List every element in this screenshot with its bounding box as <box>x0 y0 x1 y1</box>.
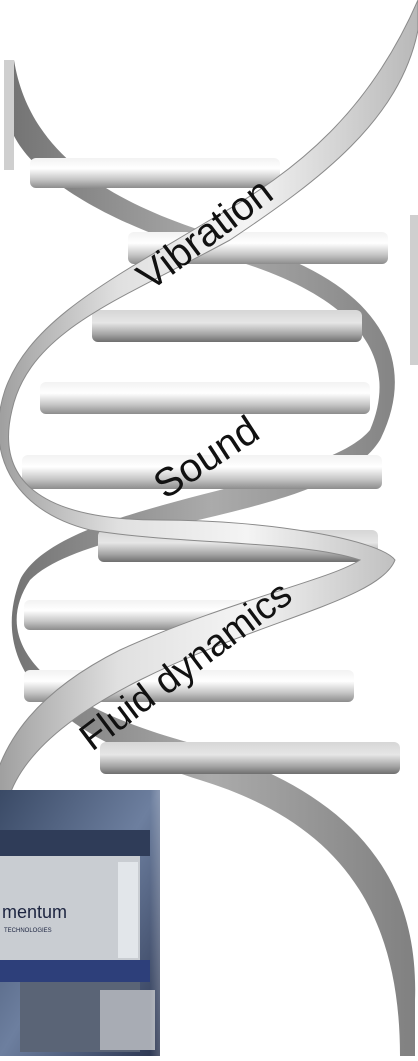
helix-rung <box>92 310 362 342</box>
helix-side-bar <box>4 60 14 170</box>
photo-brand-text: mentum <box>2 902 67 922</box>
helix-strand-back <box>8 60 416 1056</box>
equipment-photo: mentum TECHNOLOGIES <box>0 790 200 1056</box>
helix-rung <box>40 382 370 414</box>
photo-sub-text: TECHNOLOGIES <box>4 928 52 934</box>
helix-rung <box>100 742 400 774</box>
helix-rung <box>22 455 382 489</box>
helix-rung <box>30 158 280 188</box>
helix-side-bar-right <box>410 215 418 365</box>
